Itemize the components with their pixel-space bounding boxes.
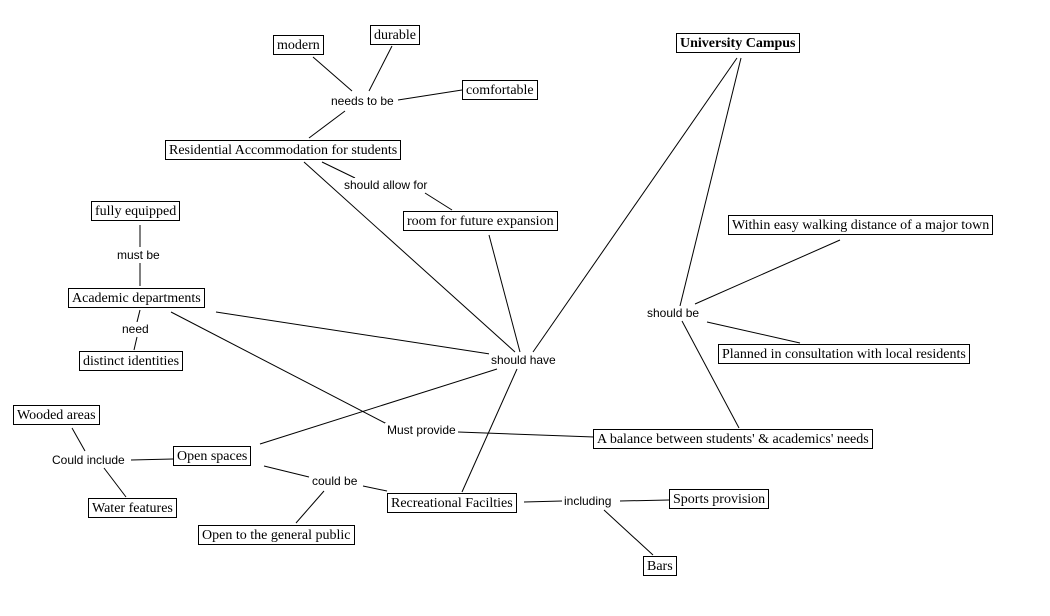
link-must-be: must be xyxy=(115,248,162,262)
link-need: need xyxy=(120,322,151,336)
concept-fully-equipped[interactable]: fully equipped xyxy=(91,201,181,221)
edge-academic-need xyxy=(136,309,141,323)
edge-residential-allow xyxy=(321,161,356,179)
concept-sports-provision[interactable]: Sports provision xyxy=(669,489,770,509)
edge-walking-shouldbe xyxy=(694,239,841,305)
edge-couldbe-recreational xyxy=(362,485,388,492)
edge-couldinclude-openspaces xyxy=(130,458,174,461)
edge-shouldbe-balance xyxy=(681,320,740,429)
link-needs-to-be: needs to be xyxy=(329,94,396,108)
concept-open-spaces[interactable]: Open spaces xyxy=(173,446,252,466)
edge-recreational-including xyxy=(523,500,563,503)
edge-mustprovide-balance xyxy=(457,431,595,438)
edge-modern xyxy=(312,56,353,92)
concept-wooded-areas[interactable]: Wooded areas xyxy=(13,405,100,425)
concept-comfortable[interactable]: comfortable xyxy=(462,80,538,100)
link-should-be: should be xyxy=(645,306,702,320)
edge-academic-mustprovide xyxy=(170,311,388,425)
edge-durable xyxy=(368,45,393,92)
edge-campus-shouldhave xyxy=(532,57,738,353)
link-could-be: could be xyxy=(310,474,360,488)
concept-open-to-public[interactable]: Open to the general public xyxy=(198,525,355,545)
edge-comfortable xyxy=(397,89,463,101)
edge-need-distinct xyxy=(133,336,138,351)
concept-water-features[interactable]: Water features xyxy=(88,498,177,518)
edge-expansion-shouldhave xyxy=(488,234,521,353)
concept-balance-needs[interactable]: A balance between students' & academics'… xyxy=(593,429,873,449)
edge-couldinclude-water xyxy=(103,467,127,498)
concept-distinct-identities[interactable]: distinct identities xyxy=(79,351,184,371)
concept-bars[interactable]: Bars xyxy=(643,556,677,576)
concept-walking-distance[interactable]: Within easy walking distance of a major … xyxy=(728,215,994,235)
edge-residential-shouldhave xyxy=(303,161,516,353)
concept-academic-departments[interactable]: Academic departments xyxy=(68,288,205,308)
edge-shouldhave-recreational xyxy=(461,368,518,493)
link-must-provide: Must provide xyxy=(385,423,458,437)
edge-couldbe-public xyxy=(295,490,325,524)
edge-academic-shouldhave xyxy=(215,311,491,355)
link-should-allow-for: should allow for xyxy=(342,178,430,192)
link-could-include: Could include xyxy=(50,453,127,467)
concept-university-campus[interactable]: University Campus xyxy=(676,33,800,53)
edge-including-bars xyxy=(603,509,654,556)
edge-shouldbe-planned xyxy=(706,321,801,344)
edge-allow-expansion xyxy=(424,192,453,211)
concept-recreational-facilities[interactable]: Recreational Facilties xyxy=(387,493,517,513)
concept-planned-consultation[interactable]: Planned in consultation with local resid… xyxy=(718,344,970,364)
edge-openspaces-couldbe xyxy=(263,465,310,478)
concept-modern[interactable]: modern xyxy=(273,35,324,55)
edge-shouldhave-openspaces xyxy=(259,368,498,445)
concept-residential-accommodation[interactable]: Residential Accommodation for students xyxy=(165,140,402,160)
edge-including-sports xyxy=(619,499,670,502)
concept-durable[interactable]: durable xyxy=(370,25,420,45)
edge-campus-shouldbe xyxy=(679,57,742,307)
edge-wooded-couldinclude xyxy=(71,427,86,452)
edge-residential-needs xyxy=(308,110,346,139)
link-should-have: should have xyxy=(489,353,558,367)
concept-room-for-expansion[interactable]: room for future expansion xyxy=(403,211,558,231)
link-including: including xyxy=(562,494,614,508)
